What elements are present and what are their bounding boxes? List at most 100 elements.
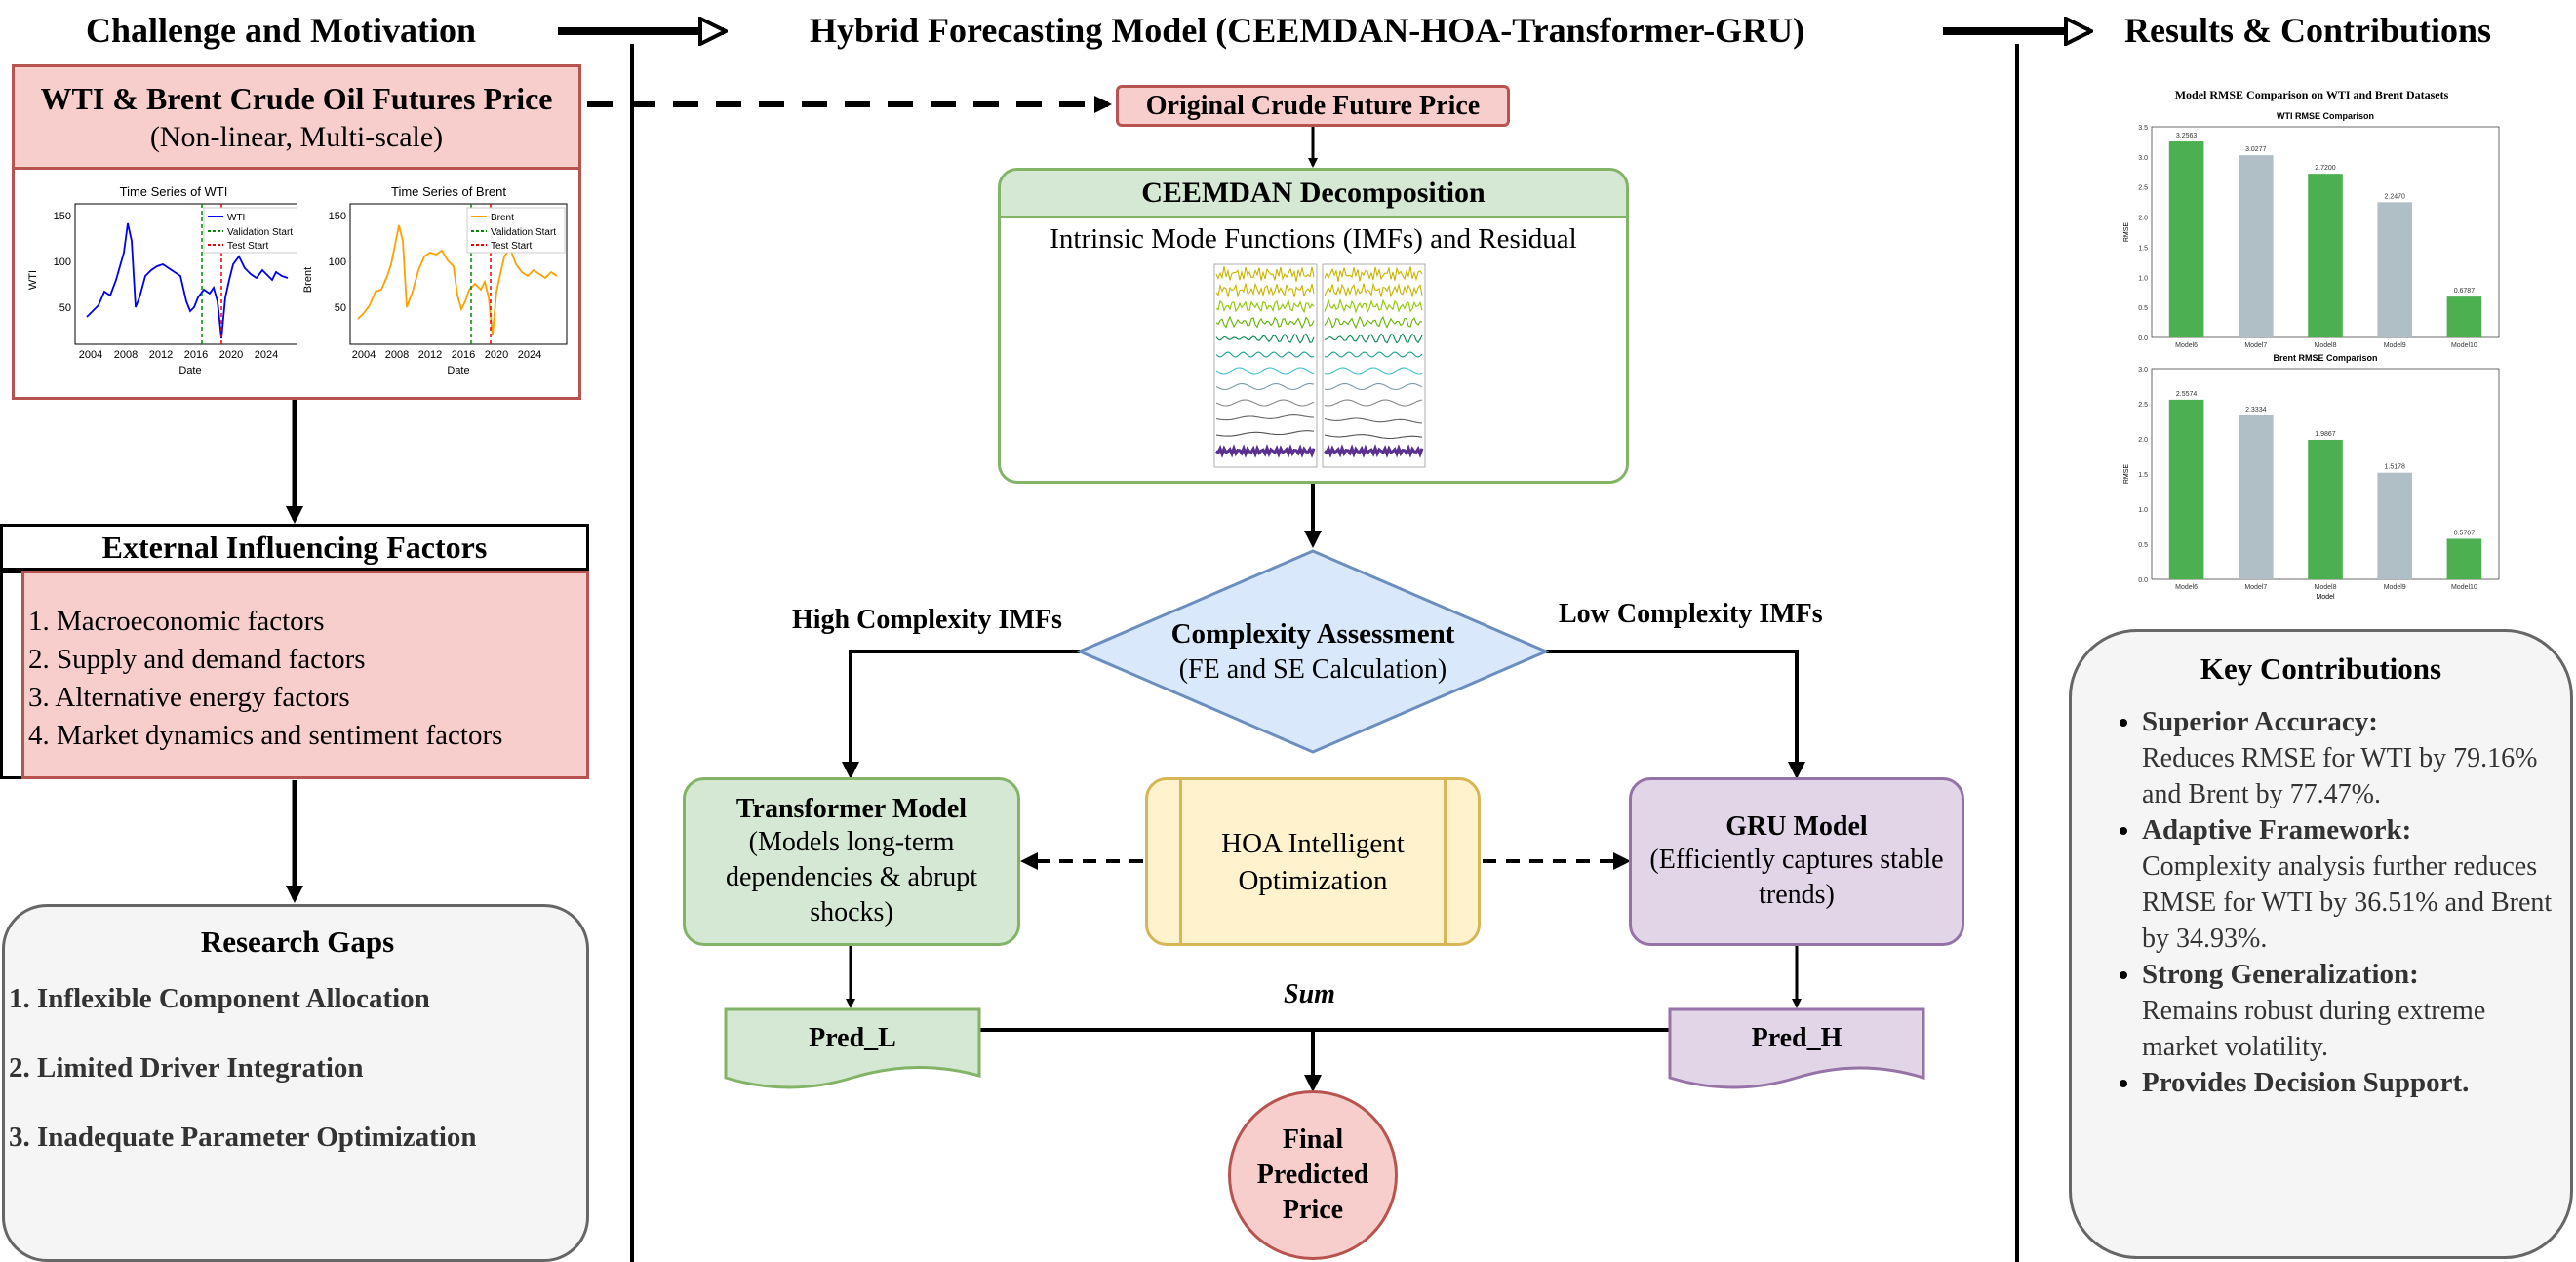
wti-xtick: 2020 bbox=[219, 349, 243, 361]
brent-ytick-100: 100 bbox=[329, 256, 346, 268]
original-price-box: Original Crude Future Price bbox=[1116, 85, 1510, 127]
imf-trace bbox=[1324, 417, 1423, 424]
low-complexity-label: Low Complexity IMFs bbox=[1559, 599, 1823, 629]
imf-trace bbox=[1215, 333, 1315, 344]
rmse-chart-title: Brent RMSE Comparison bbox=[2273, 353, 2377, 363]
rmse-value-label: 3.0277 bbox=[2245, 146, 2267, 153]
pred-h-label: Pred_H bbox=[1751, 1023, 1843, 1053]
imf-trace bbox=[1215, 414, 1315, 421]
rmse-value-label: 2.5574 bbox=[2176, 391, 2198, 398]
sum-label: Sum bbox=[1284, 979, 1335, 1009]
brent-ytick-150: 150 bbox=[329, 211, 346, 222]
brent-rmse-chart: Brent RMSE Comparison0.00.51.01.52.02.53… bbox=[2123, 353, 2500, 601]
rmse-ytick: 0.5 bbox=[2138, 542, 2148, 549]
hoa-label: HOA Intelligent Optimization bbox=[1221, 827, 1405, 896]
imf-trace bbox=[1215, 444, 1316, 458]
complexity-assessment-title: Complexity Assessment bbox=[1170, 617, 1455, 650]
key-contributions-title: Key Contributions bbox=[2200, 651, 2442, 686]
rmse-bar bbox=[2239, 155, 2274, 337]
rmse-value-label: 0.5767 bbox=[2454, 530, 2476, 536]
rmse-value-label: 2.3334 bbox=[2245, 407, 2267, 414]
rmse-ytick: 2.0 bbox=[2138, 437, 2148, 444]
external-factors-list-bracket bbox=[0, 571, 21, 779]
wti-chart-ylabel: WTI bbox=[27, 270, 39, 290]
ceemdan-title-bar: CEEMDAN Decomposition bbox=[1001, 171, 1626, 218]
wti-series-line bbox=[86, 222, 289, 339]
arrow-low-to-gru bbox=[1546, 650, 1805, 779]
imf-trace bbox=[1215, 315, 1315, 330]
external-factor-item: 3. Alternative energy factors bbox=[28, 682, 350, 713]
contribution-body: Reduces RMSE for WTI by 79.16% and Brent… bbox=[2142, 743, 2538, 809]
rmse-ytick: 3.0 bbox=[2138, 367, 2148, 374]
brent-chart-xlabel: Date bbox=[447, 365, 469, 376]
oil-price-title-box: WTI & Brent Crude Oil Futures Price (Non… bbox=[12, 64, 581, 170]
header-challenge: Challenge and Motivation bbox=[86, 11, 477, 50]
brent-xtick: 2004 bbox=[352, 349, 376, 361]
imf-trace bbox=[1324, 382, 1423, 391]
high-complexity-label: High Complexity IMFs bbox=[792, 605, 1062, 635]
final-price-line: Predicted bbox=[1256, 1160, 1369, 1190]
rmse-category-label: Model10 bbox=[2451, 342, 2477, 349]
results-chart-title: Model RMSE Comparison on WTI and Brent D… bbox=[2174, 88, 2449, 101]
brent-xtick: 2020 bbox=[485, 349, 508, 361]
transformer-subtitle: (Models long-term dependencies & abrupt … bbox=[725, 826, 978, 927]
rmse-ylabel: RMSE bbox=[2123, 222, 2130, 243]
rmse-bar bbox=[2308, 439, 2343, 579]
imf-trace bbox=[1215, 399, 1315, 407]
imf-trace bbox=[1324, 367, 1423, 375]
brent-legend-test: Test Start bbox=[491, 241, 532, 252]
wti-legend-test: Test Start bbox=[227, 241, 268, 252]
oil-price-panel: WTI & Brent Crude Oil Futures Price (Non… bbox=[12, 64, 581, 400]
rmse-bar bbox=[2308, 174, 2343, 337]
contribution-item: Superior Accuracy:Reduces RMSE for WTI b… bbox=[2142, 704, 2556, 812]
imf-trace bbox=[1215, 351, 1315, 358]
rmse-chart-title: WTI RMSE Comparison bbox=[2277, 111, 2374, 121]
transformer-model-box: Transformer Model (Models long-term depe… bbox=[683, 777, 1020, 946]
external-factors-title: External Influencing Factors bbox=[101, 529, 488, 565]
rmse-ytick: 1.0 bbox=[2138, 507, 2148, 514]
wti-ytick-100: 100 bbox=[54, 256, 71, 268]
rmse-bar bbox=[2377, 202, 2412, 337]
wti-chart-xlabel: Date bbox=[178, 365, 201, 376]
rmse-category-label: Model10 bbox=[2451, 584, 2477, 591]
rmse-value-label: 1.5178 bbox=[2384, 464, 2405, 471]
contribution-item: Provides Decision Support. bbox=[2142, 1065, 2556, 1101]
key-contributions-box: Key Contributions Superior Accuracy:Redu… bbox=[2069, 629, 2573, 1259]
brent-xtick: 2024 bbox=[518, 349, 541, 361]
brent-xtick: 2016 bbox=[452, 349, 475, 361]
brent-xtick: 2008 bbox=[385, 349, 409, 361]
wti-xtick: 2004 bbox=[79, 349, 102, 361]
rmse-xlabel: Model bbox=[2316, 594, 2335, 601]
rmse-ytick: 1.5 bbox=[2138, 472, 2148, 479]
wti-xtick: 2012 bbox=[149, 349, 173, 361]
rmse-ylabel: RMSE bbox=[2123, 464, 2130, 485]
rmse-ytick: 2.5 bbox=[2138, 185, 2148, 192]
imf-trace bbox=[1324, 444, 1424, 458]
imf-decomposition-plot bbox=[1213, 263, 1426, 468]
imf-trace bbox=[1215, 367, 1315, 375]
imf-trace bbox=[1215, 282, 1315, 298]
research-gap-item: 3. Inadequate Parameter Optimization bbox=[9, 1122, 477, 1153]
complexity-assessment-diamond bbox=[1077, 549, 1549, 754]
imf-trace bbox=[1324, 282, 1423, 298]
rmse-category-label: Model6 bbox=[2175, 584, 2198, 591]
rmse-category-label: Model8 bbox=[2315, 584, 2337, 591]
rmse-bar bbox=[2377, 472, 2412, 579]
wti-rmse-chart: WTI RMSE Comparison0.00.51.01.52.02.53.0… bbox=[2123, 111, 2500, 349]
rmse-bar bbox=[2168, 399, 2204, 579]
rmse-category-label: Model7 bbox=[2244, 342, 2267, 349]
external-factor-item: 1. Macroeconomic factors bbox=[28, 606, 325, 637]
imf-trace bbox=[1215, 430, 1315, 437]
brent-legend-series: Brent bbox=[491, 213, 514, 223]
original-price-label: Original Crude Future Price bbox=[1145, 90, 1481, 121]
header-results: Results & Contributions bbox=[2124, 11, 2492, 50]
rmse-ytick: 2.5 bbox=[2138, 402, 2148, 409]
pred-l-shape bbox=[724, 1007, 981, 1089]
wti-ytick-150: 150 bbox=[54, 211, 71, 222]
key-contributions-list: Superior Accuracy:Reduces RMSE for WTI b… bbox=[2119, 704, 2556, 1101]
final-price-circle: Final Predicted Price bbox=[1228, 1090, 1398, 1260]
external-factor-item: 4. Market dynamics and sentiment factors bbox=[28, 720, 503, 751]
rmse-ytick: 3.5 bbox=[2138, 125, 2148, 132]
brent-series-line bbox=[357, 224, 558, 335]
brent-xtick: 2012 bbox=[418, 349, 442, 361]
